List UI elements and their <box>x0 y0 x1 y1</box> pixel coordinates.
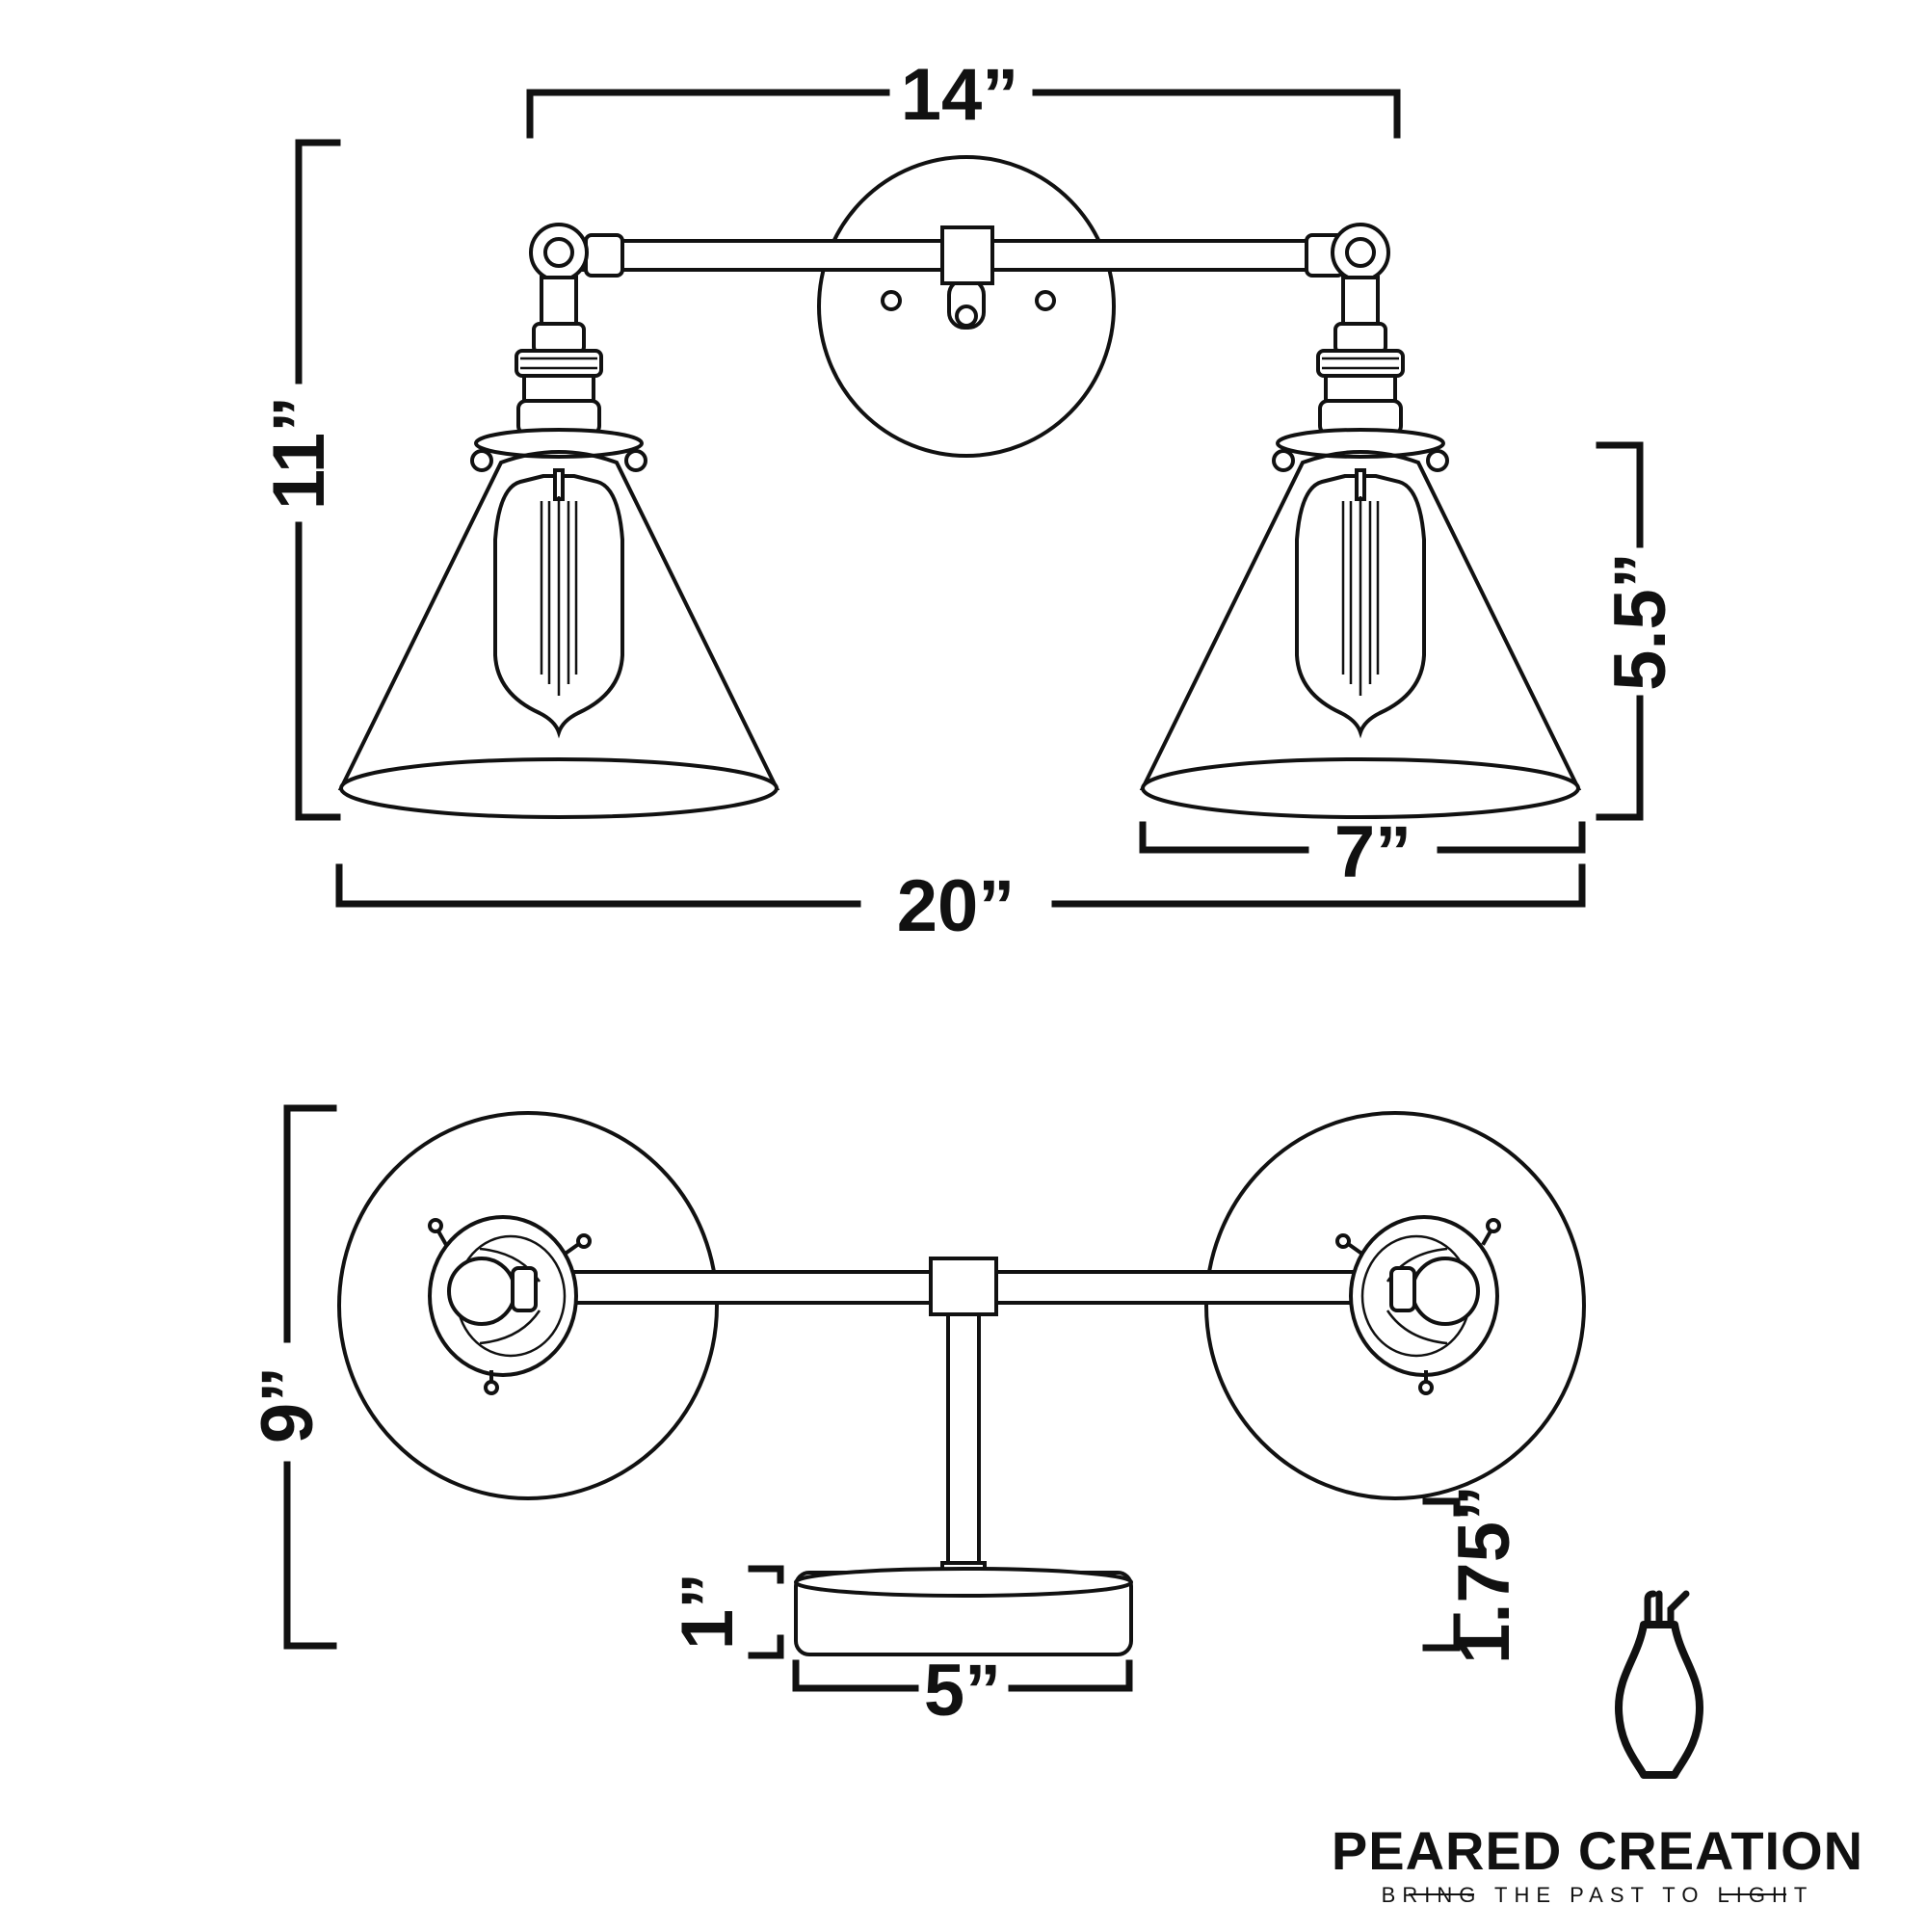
top-left-collar <box>511 1266 538 1312</box>
left-arm-collar <box>584 233 624 278</box>
pear-bulb-logo-icon <box>1615 1590 1703 1779</box>
right-neck <box>1341 276 1380 328</box>
label-stem-length: 1.75” <box>1443 1485 1525 1664</box>
label-shade-diameter: 7” <box>1334 811 1412 893</box>
dim-top-width: 14” <box>526 54 1401 139</box>
right-filament <box>1341 496 1380 696</box>
left-bulb-stem <box>553 468 565 501</box>
left-bulb <box>493 474 624 739</box>
left-shade <box>337 450 780 790</box>
label-front-height: 11” <box>258 396 340 510</box>
label-plate-thickness: 1” <box>667 1573 749 1650</box>
left-holder-screw-right <box>624 449 647 472</box>
dim-plate-thickness: 1” <box>667 1565 784 1659</box>
left-neck <box>540 276 578 328</box>
dim-depth: 9” <box>247 1104 337 1650</box>
label-shade-height: 5.5” <box>1599 552 1681 691</box>
label-total-width: 20” <box>897 865 1016 947</box>
backplate-screw-right <box>1035 290 1056 311</box>
left-knuckle-bolt <box>543 237 574 268</box>
dim-shade-diameter: 7” <box>1139 811 1586 893</box>
brand-name: PEARED CREATION <box>1332 1820 1863 1881</box>
right-bulb <box>1295 474 1426 739</box>
top-left-knuckle <box>447 1257 516 1326</box>
dim-plate-diameter: 5” <box>792 1650 1133 1732</box>
left-socket-knurl <box>515 349 603 378</box>
dim-total-width: 20” <box>335 863 1586 947</box>
dim-stem-length: 1.75” <box>1422 1485 1525 1664</box>
label-top-width: 14” <box>901 54 1019 136</box>
label-depth: 9” <box>247 1366 329 1443</box>
brand-block: PEARED CREATION BRING THE PAST TO LIGHT <box>1332 1590 1863 1907</box>
right-holder-screw-left <box>1272 449 1295 472</box>
front-arm-center-block <box>940 225 994 285</box>
right-socket-cap <box>1333 322 1387 355</box>
right-shade <box>1139 450 1582 790</box>
top-backplate-edge <box>794 1567 1133 1598</box>
top-right-socket <box>1335 1215 1501 1395</box>
left-socket-body <box>522 374 595 405</box>
left-filament <box>540 496 578 696</box>
label-plate-diameter: 5” <box>924 1650 1001 1732</box>
dim-shade-height: 5.5” <box>1596 441 1681 821</box>
right-knuckle-bolt <box>1345 237 1376 268</box>
top-right-knuckle <box>1411 1257 1480 1326</box>
right-lamp <box>1139 223 1582 819</box>
right-holder-screw-right <box>1426 449 1449 472</box>
right-socket-body <box>1324 374 1397 405</box>
left-holder-screw-left <box>470 449 493 472</box>
left-shade-holder <box>474 428 644 459</box>
backplate-switch <box>947 278 986 330</box>
backplate-switch-knob <box>955 304 978 328</box>
top-view: 9” 1” 1.75” 5” <box>247 1104 1586 1732</box>
top-arm-center-block <box>929 1257 998 1316</box>
dim-front-height: 11” <box>258 139 341 821</box>
right-bulb-stem <box>1355 468 1366 501</box>
right-shade-opening <box>1141 757 1580 819</box>
front-view: 14” 11” 5.5” 7” 20” <box>258 54 1681 947</box>
left-socket-cap <box>532 322 586 355</box>
top-right-collar <box>1389 1266 1416 1312</box>
left-shade-opening <box>339 757 779 819</box>
left-lamp <box>337 223 780 819</box>
top-stem <box>946 1303 981 1575</box>
right-shade-holder <box>1276 428 1445 459</box>
top-left-socket <box>428 1215 592 1395</box>
backplate-screw-left <box>881 290 902 311</box>
right-socket-knurl <box>1316 349 1405 378</box>
